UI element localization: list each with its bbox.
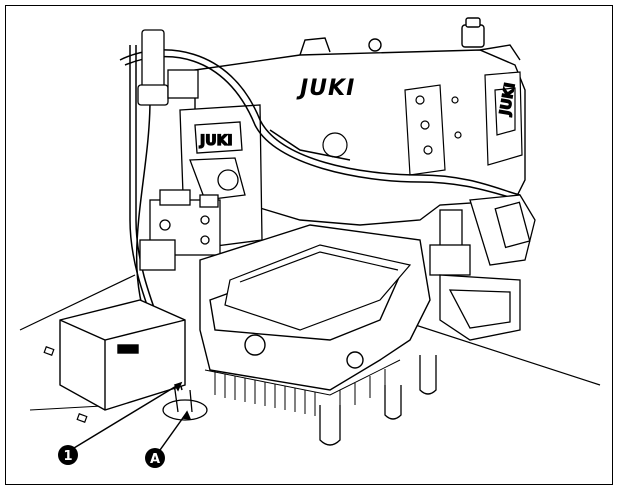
column-logo: JUKI <box>199 133 233 149</box>
callout-1-label: 1 <box>63 449 72 464</box>
pedal-box <box>59 299 186 411</box>
callout-a: A <box>145 448 165 468</box>
table-surface <box>19 274 601 423</box>
cable-entry <box>162 389 208 421</box>
leader-lines <box>73 381 192 451</box>
head-side-cover: JUKI <box>484 71 523 166</box>
face-plate <box>322 84 462 176</box>
side-logo: JUKI <box>497 82 519 118</box>
needle-bar-area <box>429 194 536 341</box>
solenoid-valve <box>139 189 221 271</box>
air-cylinder <box>137 29 199 106</box>
cloth-plate <box>224 244 412 331</box>
brand-logo: JUKI <box>296 76 355 101</box>
rubber-feet <box>319 355 437 446</box>
callout-a-label: A <box>150 452 160 467</box>
callout-1: 1 <box>58 445 78 465</box>
